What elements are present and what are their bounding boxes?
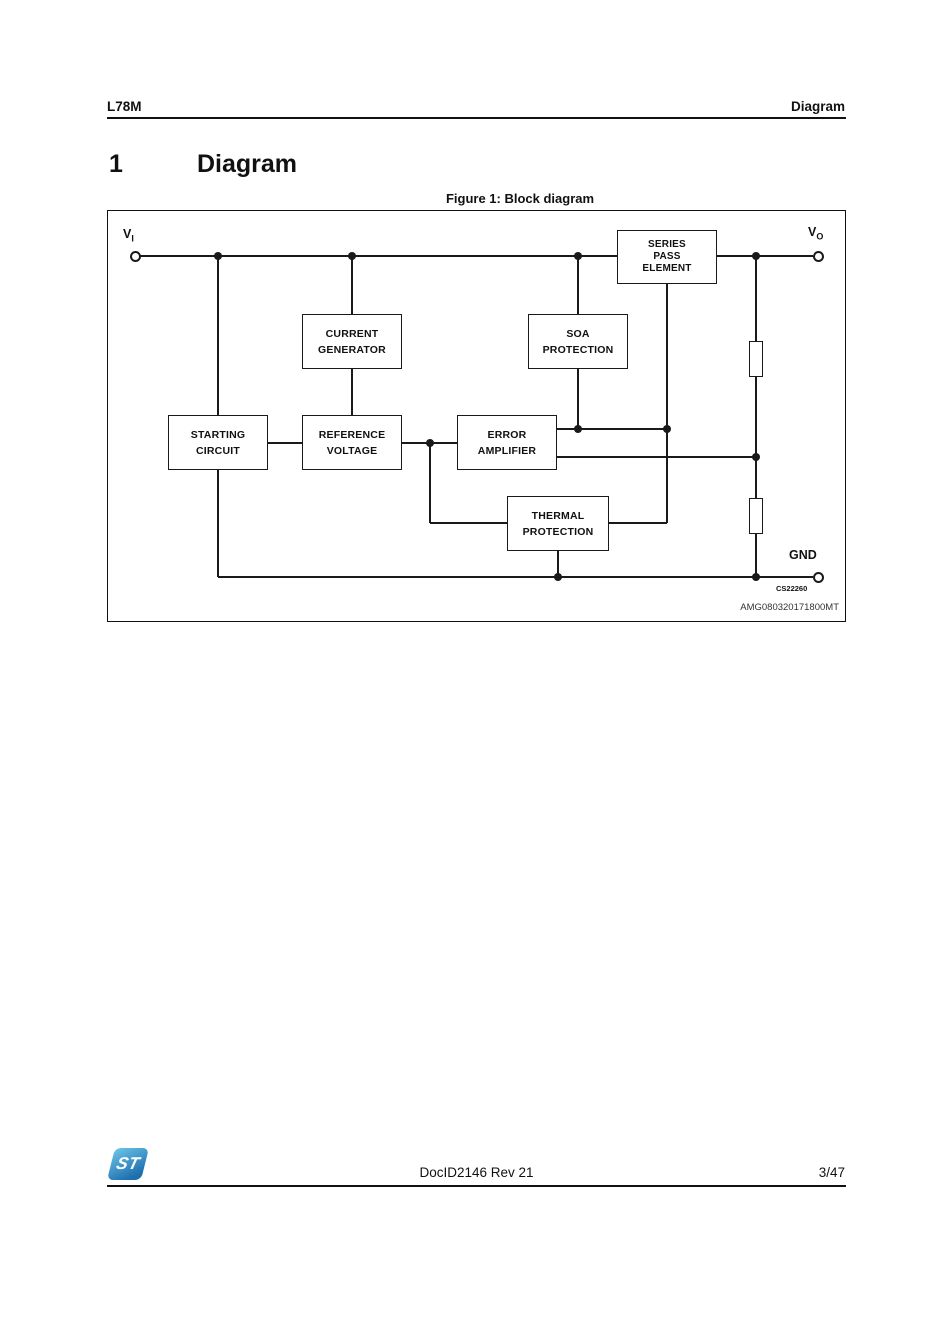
footer-rule	[107, 1185, 846, 1187]
block-reference-voltage: REFERENCE VOLTAGE	[302, 415, 402, 470]
junction-dot	[752, 573, 760, 581]
resistor	[749, 341, 763, 377]
ground-terminal	[813, 572, 824, 583]
wire	[557, 551, 559, 577]
block-label: SERIES	[648, 239, 686, 250]
wire	[429, 443, 431, 523]
wire	[609, 522, 667, 524]
input-voltage-label: VI	[123, 227, 134, 244]
wire	[268, 442, 302, 444]
section-number: 1	[109, 150, 123, 178]
footer-doc-id: DocID2146 Rev 21	[419, 1165, 534, 1180]
junction-dot	[752, 252, 760, 260]
wire	[755, 256, 757, 577]
wire	[217, 256, 219, 415]
junction-dot	[348, 252, 356, 260]
junction-dot	[214, 252, 222, 260]
block-starting-circuit: STARTING CIRCUIT	[168, 415, 268, 470]
block-label: PASS	[653, 251, 681, 262]
ground-label: GND	[789, 548, 817, 562]
block-thermal-protection: THERMAL PROTECTION	[507, 496, 609, 551]
block-label: GENERATOR	[318, 343, 386, 356]
block-label: ELEMENT	[642, 263, 692, 274]
figure-watermark: AMG080320171800MT	[740, 602, 839, 613]
block-label: CIRCUIT	[196, 444, 240, 457]
block-label: PROTECTION	[522, 525, 594, 538]
junction-dot	[554, 573, 562, 581]
wire	[666, 284, 668, 523]
wire	[557, 456, 756, 458]
block-label: CURRENT	[325, 327, 379, 340]
block-label: PROTECTION	[542, 343, 614, 356]
figure-frame: SERIES PASS ELEMENT CURRENT GENERATOR SO…	[107, 210, 846, 622]
block-label: AMPLIFIER	[477, 444, 537, 457]
junction-dot	[752, 453, 760, 461]
block-label: STARTING	[190, 428, 246, 441]
block-label: THERMAL	[531, 509, 585, 522]
header-section-name: Diagram	[790, 99, 845, 114]
wire	[717, 255, 813, 257]
wire	[557, 428, 667, 430]
header-rule	[107, 117, 846, 119]
input-terminal	[130, 251, 141, 262]
footer-page-number: 3/47	[818, 1165, 845, 1180]
wire	[218, 576, 813, 578]
wire	[351, 369, 353, 415]
block-label: VOLTAGE	[326, 444, 378, 457]
wire	[430, 522, 507, 524]
junction-dot	[426, 439, 434, 447]
block-label: SOA	[566, 327, 590, 340]
block-current-generator: CURRENT GENERATOR	[302, 314, 402, 369]
junction-dot	[574, 425, 582, 433]
wire	[351, 256, 353, 314]
block-label: ERROR	[487, 428, 527, 441]
block-label: REFERENCE	[318, 428, 386, 441]
wire	[217, 470, 219, 577]
drawing-code: CS22260	[776, 584, 808, 593]
block-series-pass-element: SERIES PASS ELEMENT	[617, 230, 717, 284]
section-title: Diagram	[197, 150, 298, 178]
wire	[140, 255, 617, 257]
wire	[577, 369, 579, 429]
block-soa-protection: SOA PROTECTION	[528, 314, 628, 369]
block-error-amplifier: ERROR AMPLIFIER	[457, 415, 557, 470]
junction-dot	[663, 425, 671, 433]
output-voltage-label: VO	[808, 225, 824, 242]
wire	[577, 256, 579, 314]
junction-dot	[574, 252, 582, 260]
output-terminal	[813, 251, 824, 262]
resistor	[749, 498, 763, 534]
figure-caption: Figure 1: Block diagram	[445, 191, 595, 206]
header-product-name: L78M	[107, 99, 142, 114]
